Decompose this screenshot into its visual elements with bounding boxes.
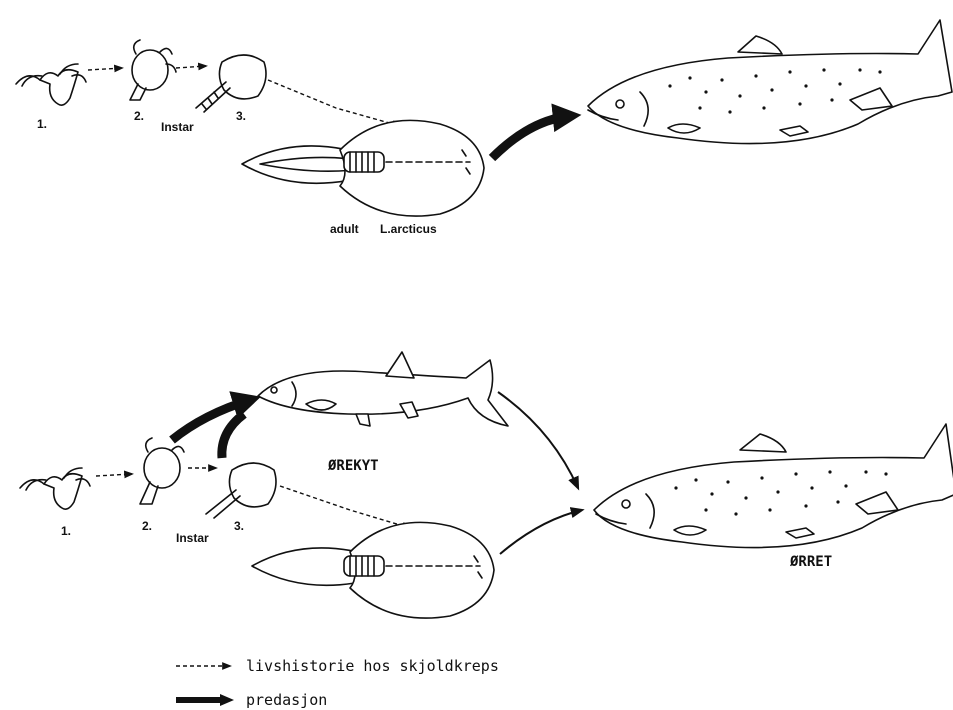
top-instar-label: Instar [161,120,194,134]
bottom-arrow-3-adult [280,486,410,528]
stage-3-larva [196,55,266,112]
top-stage-3-label: 3. [236,109,246,123]
bottom-arrow-1-2 [96,474,132,476]
bottom-stage-2-larva [140,438,184,504]
stage-1-larva [16,64,86,105]
legend-item-predation: predasjon [176,691,327,709]
predation-arrow-stage3-to-minnow [222,414,244,458]
stage-2-larva [130,40,176,100]
minnow [258,352,508,426]
adult-tadpole-shrimp [242,120,484,216]
top-arrow-2-3 [176,66,206,68]
legend-life-history-label: livshistorie hos skjoldkreps [246,657,499,675]
minnow-to-trout-arrow [498,392,578,488]
bottom-trout [594,424,953,548]
minnow-label: ØREKYT [327,458,379,474]
bottom-instar-label: Instar [176,531,209,545]
top-arrow-3-adult [268,80,400,126]
species-label: L.arcticus [380,222,437,236]
legend-item-life-history: livshistorie hos skjoldkreps [176,657,499,675]
top-predation-arrow [492,116,570,158]
adult-to-trout-arrow [500,510,582,554]
top-arrow-1-2 [88,68,122,70]
trout-label: ØRRET [789,554,832,570]
bottom-panel: 1. 2. Instar 3. [20,352,953,618]
bottom-adult-tadpole-shrimp [252,522,494,618]
legend: livshistorie hos skjoldkreps predasjon [176,657,499,709]
top-panel: 1. 2. Instar 3. adult L.arcticus [16,20,952,236]
bottom-stage-3-label: 3. [234,519,244,533]
bottom-stage-2-label: 2. [142,519,152,533]
adult-label: adult [330,222,359,236]
top-trout [588,20,952,144]
top-stage-1-label: 1. [37,117,47,131]
top-stage-2-label: 2. [134,109,144,123]
legend-thick-arrow-head [220,694,234,706]
bottom-stage-1-label: 1. [61,524,71,538]
bottom-stage-3-larva [206,463,276,518]
legend-predation-label: predasjon [246,691,327,709]
bottom-stage-1-larva [20,468,90,509]
